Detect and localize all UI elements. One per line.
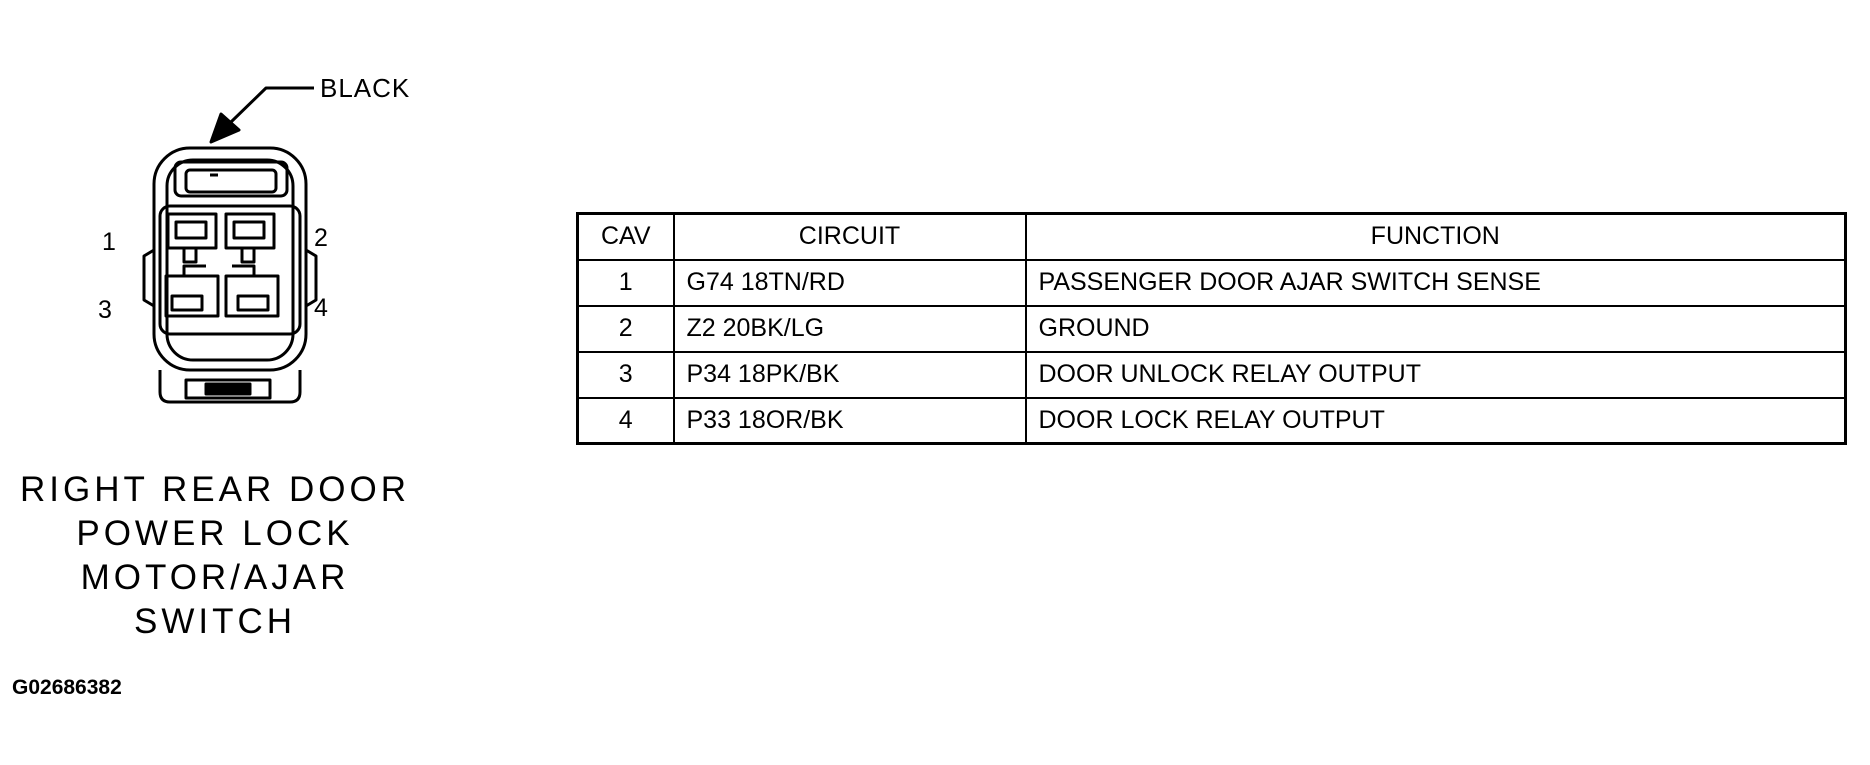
pin-label-3: 3 <box>98 296 112 324</box>
wire-color-label: BLACK <box>320 73 411 103</box>
pin-label-1: 1 <box>102 228 116 256</box>
cavity-frame <box>158 204 302 336</box>
connector-diagram <box>142 86 318 404</box>
connector-left-ear <box>142 248 155 308</box>
connector-title-line: RIGHT REAR DOOR <box>20 470 410 509</box>
pin-label-4: 4 <box>314 294 328 322</box>
connector-latch <box>173 160 289 198</box>
cell-function: GROUND <box>1024 304 1847 353</box>
connector-housing-inner <box>165 158 295 362</box>
cavity-1 <box>166 212 218 264</box>
connector-bottom-tab <box>158 370 302 404</box>
cavity-4 <box>224 264 280 318</box>
connector-title-line: SWITCH <box>133 602 297 641</box>
pin-label-2: 2 <box>314 224 328 252</box>
cell-cav: 2 <box>576 304 675 353</box>
table-row: 2 Z2 20BK/LG GROUND <box>576 304 1847 353</box>
cell-circuit: P33 18OR/BK <box>672 396 1027 445</box>
connector-title-line: MOTOR/AJAR <box>80 558 350 597</box>
cavity-3 <box>164 264 220 318</box>
cell-circuit: P34 18PK/BK <box>672 350 1027 399</box>
table-header-row: CAV CIRCUIT FUNCTION <box>576 212 1847 261</box>
connector-title: RIGHT REAR DOOR POWER LOCK MOTOR/AJAR SW… <box>20 468 410 644</box>
color-arrow-icon <box>209 112 241 144</box>
header-cav: CAV <box>576 212 675 261</box>
table-row: 4 P33 18OR/BK DOOR LOCK RELAY OUTPUT <box>576 396 1847 445</box>
cell-circuit: G74 18TN/RD <box>672 258 1027 307</box>
color-leader-line <box>229 86 314 124</box>
header-function: FUNCTION <box>1024 212 1847 261</box>
cell-cav: 4 <box>576 396 675 445</box>
cell-function: DOOR UNLOCK RELAY OUTPUT <box>1024 350 1847 399</box>
cell-cav: 3 <box>576 350 675 399</box>
pinout-table: CAV CIRCUIT FUNCTION 1 G74 18TN/RD PASSE… <box>576 212 1847 445</box>
cell-cav: 1 <box>576 258 675 307</box>
table-row: 3 P34 18PK/BK DOOR UNLOCK RELAY OUTPUT <box>576 350 1847 399</box>
table-row: 1 G74 18TN/RD PASSENGER DOOR AJAR SWITCH… <box>576 258 1847 307</box>
connector-right-ear <box>305 248 318 308</box>
figure-id: G02686382 <box>12 676 122 699</box>
connector-title-line: POWER LOCK <box>76 514 354 553</box>
cell-circuit: Z2 20BK/LG <box>672 304 1027 353</box>
cavity-2 <box>224 212 276 264</box>
cell-function: PASSENGER DOOR AJAR SWITCH SENSE <box>1024 258 1847 307</box>
cell-function: DOOR LOCK RELAY OUTPUT <box>1024 396 1847 445</box>
header-circuit: CIRCUIT <box>672 212 1027 261</box>
connector-housing-outer <box>152 146 308 372</box>
